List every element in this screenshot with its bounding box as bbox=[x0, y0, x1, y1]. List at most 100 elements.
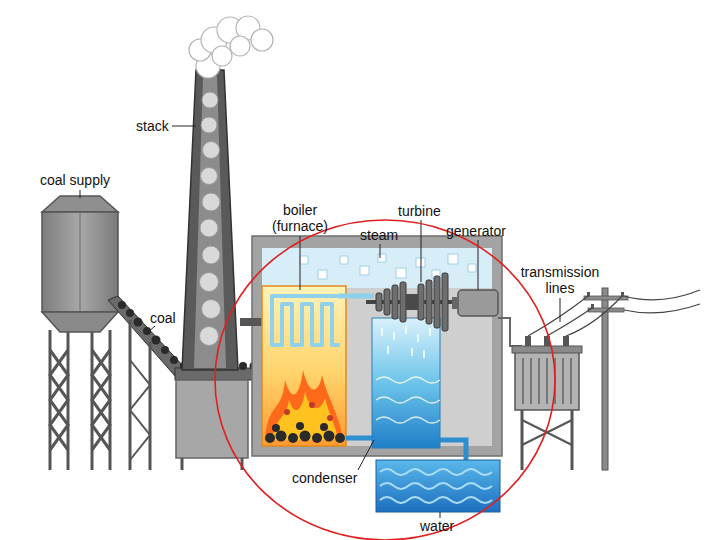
plant-building-part-part bbox=[318, 270, 327, 279]
leader-lines-part bbox=[440, 512, 441, 518]
condenser-part-part bbox=[387, 346, 389, 354]
condenser-part-part bbox=[376, 417, 440, 423]
transmission-wires-part bbox=[624, 304, 700, 313]
transformer-part-part bbox=[522, 358, 524, 404]
turbine-part bbox=[406, 294, 418, 310]
condenser-part bbox=[376, 377, 440, 423]
plant-building-part-part bbox=[360, 266, 369, 275]
plant-building-part bbox=[240, 318, 262, 326]
stack-base-part-part bbox=[181, 458, 184, 470]
smoke-stack-part bbox=[194, 76, 226, 368]
leader-lines-part bbox=[358, 440, 374, 470]
coal-conveyor-part-part bbox=[130, 360, 150, 460]
boiler-furnace-part-part bbox=[312, 433, 322, 443]
plant-building-part-part bbox=[396, 268, 406, 278]
coal-conveyor-part-part bbox=[118, 301, 126, 309]
return-pipe-part bbox=[440, 440, 466, 462]
coal-silo-part bbox=[42, 196, 118, 212]
plant-building-part bbox=[300, 254, 476, 279]
water-pool-part bbox=[376, 460, 500, 512]
smoke-stack-part-part bbox=[200, 219, 218, 237]
boiler-furnace-part-part bbox=[296, 422, 304, 430]
condenser-part bbox=[372, 318, 440, 448]
condenser-part-part bbox=[393, 332, 395, 340]
part-label: water bbox=[420, 518, 454, 534]
smoke-stack-part-part bbox=[212, 46, 232, 66]
smoke-stack-part-part bbox=[251, 29, 273, 51]
condenser-part-part bbox=[405, 326, 407, 334]
condenser bbox=[372, 318, 440, 448]
boiler-furnace-part-part bbox=[320, 423, 328, 431]
transformer-part-part bbox=[571, 410, 574, 470]
boiler-furnace bbox=[262, 286, 346, 446]
coal-conveyor-part-part bbox=[126, 309, 134, 317]
stack-base-part bbox=[182, 458, 242, 470]
condenser-part bbox=[382, 326, 430, 358]
coal-conveyor-part-part bbox=[129, 320, 132, 470]
plant-building-part-part bbox=[340, 256, 348, 264]
smoke-stack-part-part bbox=[203, 142, 220, 159]
smoke-stack-part-part bbox=[202, 246, 220, 264]
turbine-part-part bbox=[400, 282, 406, 322]
smoke-stack-part-part bbox=[202, 300, 221, 319]
transmission-wires-part bbox=[566, 296, 622, 336]
coal-conveyor-part bbox=[108, 296, 185, 376]
coal-conveyor-part-part bbox=[149, 342, 152, 470]
turbine bbox=[366, 273, 462, 331]
smoke-stack-part-part bbox=[230, 36, 250, 56]
transformer-part bbox=[525, 336, 569, 346]
coal-conveyor-part bbox=[118, 301, 178, 364]
boiler-furnace-part bbox=[265, 422, 345, 443]
coal-conveyor-part bbox=[130, 320, 150, 470]
coal-silo-part-part bbox=[92, 350, 110, 450]
water-pool-part-part bbox=[380, 497, 492, 503]
smoke-stack-part-part bbox=[202, 92, 218, 108]
part-label: generator bbox=[446, 223, 506, 239]
coal-conveyor-part-part bbox=[134, 318, 143, 327]
transformer-part bbox=[515, 352, 579, 410]
leader-lines-part bbox=[146, 326, 155, 334]
boiler-furnace-part-part bbox=[300, 431, 311, 442]
turbine-part-part bbox=[418, 284, 424, 320]
smoke-stack-part-part bbox=[201, 168, 218, 185]
plant-building-part-part bbox=[378, 254, 386, 262]
transformer-part-part bbox=[570, 358, 572, 404]
part-label: coal bbox=[150, 310, 176, 326]
water-pool-part bbox=[380, 469, 492, 503]
transformer-part-part bbox=[563, 336, 569, 346]
coal-conveyor-part-part bbox=[170, 356, 178, 364]
transformer bbox=[512, 336, 582, 470]
coal-silo-part-part bbox=[50, 350, 68, 450]
condenser-part-part bbox=[423, 350, 425, 358]
water-pool-part-part bbox=[380, 469, 492, 475]
coal-silo-part bbox=[80, 212, 81, 312]
leader-lines-part bbox=[421, 220, 422, 282]
plant-building bbox=[240, 236, 502, 456]
transformer-part-part bbox=[546, 358, 548, 404]
part-label: condenser bbox=[292, 470, 357, 486]
smoke-stack-part-part bbox=[200, 273, 219, 292]
smoke-stack-part bbox=[189, 16, 273, 78]
boiler-furnace-part-part bbox=[288, 433, 298, 443]
boiler-furnace-part bbox=[262, 286, 346, 446]
coal-silo bbox=[42, 196, 118, 470]
generator-part bbox=[458, 290, 498, 316]
steam-pipe-part bbox=[338, 294, 374, 299]
coal-silo-part bbox=[42, 312, 118, 332]
turbine-part-part bbox=[426, 280, 432, 324]
smoke-stack-part-part bbox=[200, 327, 219, 346]
part-label: turbine bbox=[398, 203, 441, 219]
stack-base bbox=[176, 380, 248, 470]
coal-silo-part bbox=[50, 330, 110, 470]
turbine-part-part bbox=[392, 285, 398, 319]
boiler-furnace-part-part bbox=[324, 431, 335, 442]
plant-building-part bbox=[252, 236, 502, 456]
transformer-part-part bbox=[562, 358, 564, 404]
plant-building-part bbox=[262, 248, 492, 288]
generator-part bbox=[452, 297, 458, 309]
leader-lines-part bbox=[478, 240, 479, 290]
power-cable bbox=[498, 318, 522, 346]
smoke-stack-part-part bbox=[201, 117, 217, 133]
